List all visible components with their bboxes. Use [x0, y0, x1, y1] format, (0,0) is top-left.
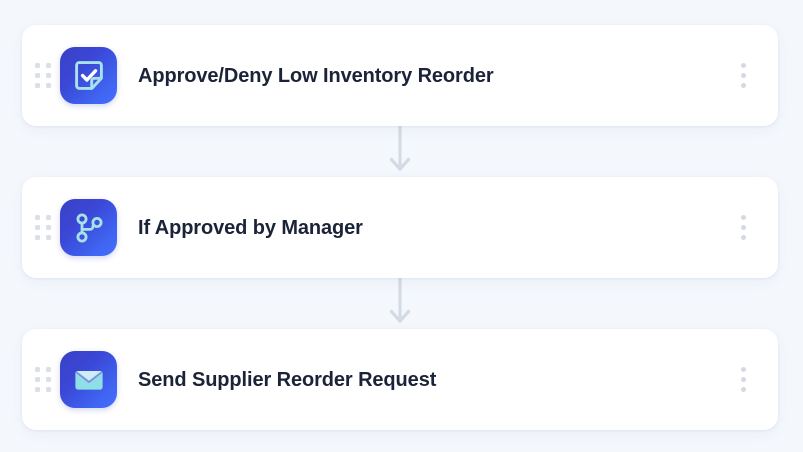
- branch-condition-icon: [60, 199, 117, 256]
- approval-checklist-icon: [60, 47, 117, 104]
- more-options-icon[interactable]: [731, 211, 755, 245]
- handle-dot: [35, 235, 40, 240]
- handle-dot: [46, 215, 51, 220]
- email-envelope-icon: [60, 351, 117, 408]
- workflow-node-card[interactable]: If Approved by Manager: [22, 177, 778, 278]
- kebab-dot: [740, 387, 746, 392]
- more-options-icon[interactable]: [731, 363, 755, 397]
- kebab-dot: [740, 225, 746, 230]
- handle-dot: [35, 215, 40, 220]
- workflow-node-card[interactable]: Approve/Deny Low Inventory Reorder: [22, 25, 778, 126]
- handle-dot: [35, 387, 40, 392]
- handle-dot: [35, 367, 40, 372]
- node-title: Send Supplier Reorder Request: [138, 368, 437, 391]
- workflow-node-card[interactable]: Send Supplier Reorder Request: [22, 329, 778, 430]
- handle-dot: [46, 73, 51, 78]
- handle-dot: [46, 367, 51, 372]
- handle-dot: [46, 83, 51, 88]
- handle-dot: [35, 73, 40, 78]
- kebab-dot: [740, 377, 746, 382]
- kebab-dot: [740, 215, 746, 220]
- node-title: Approve/Deny Low Inventory Reorder: [138, 64, 494, 87]
- more-options-icon[interactable]: [731, 59, 755, 93]
- kebab-dot: [740, 235, 746, 240]
- connector-arrow: [22, 126, 778, 177]
- handle-dot: [35, 63, 40, 68]
- connector-arrow: [22, 278, 778, 329]
- kebab-dot: [740, 367, 746, 372]
- handle-dot: [35, 83, 40, 88]
- handle-dot: [46, 225, 51, 230]
- drag-handle-icon[interactable]: [32, 366, 54, 394]
- handle-dot: [46, 377, 51, 382]
- kebab-dot: [740, 63, 746, 68]
- handle-dot: [46, 63, 51, 68]
- arrow-down-icon: [389, 278, 411, 323]
- drag-handle-icon[interactable]: [32, 214, 54, 242]
- kebab-dot: [740, 73, 746, 78]
- handle-dot: [35, 377, 40, 382]
- handle-dot: [46, 387, 51, 392]
- kebab-dot: [740, 83, 746, 88]
- node-title: If Approved by Manager: [138, 216, 363, 239]
- handle-dot: [35, 225, 40, 230]
- handle-dot: [46, 235, 51, 240]
- arrow-down-icon: [389, 126, 411, 171]
- drag-handle-icon[interactable]: [32, 62, 54, 90]
